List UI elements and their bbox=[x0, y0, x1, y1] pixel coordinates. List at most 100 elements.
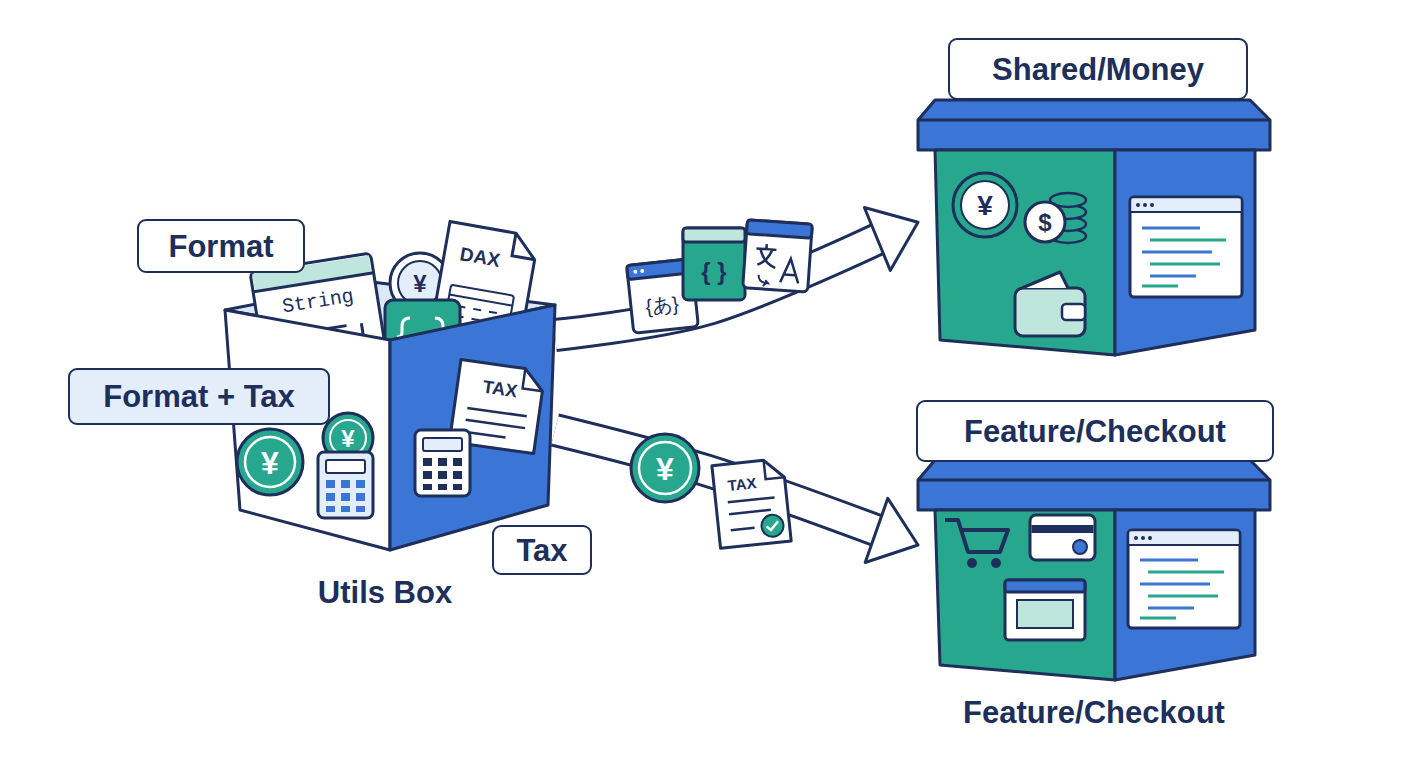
illustration-part bbox=[318, 452, 373, 518]
illustration-part bbox=[453, 458, 462, 466]
illustration-part bbox=[326, 493, 335, 501]
illustration-part bbox=[683, 228, 745, 242]
illustration-part bbox=[523, 369, 546, 392]
illustration-part bbox=[1005, 580, 1085, 640]
illustration-part bbox=[1140, 572, 1224, 618]
tax-document bbox=[712, 458, 791, 548]
illustration-part bbox=[1130, 197, 1242, 297]
illustration-part bbox=[464, 408, 527, 440]
illustration-part bbox=[330, 420, 366, 456]
box-face bbox=[935, 510, 1115, 680]
illustration-part bbox=[423, 438, 462, 451]
illustration-part bbox=[1017, 600, 1073, 628]
illustration-part bbox=[760, 514, 784, 538]
illustration-part bbox=[423, 484, 432, 490]
box-outline bbox=[918, 95, 1270, 360]
coin-icon bbox=[953, 173, 1017, 237]
illustration-part bbox=[1132, 199, 1241, 212]
illustration-part bbox=[1143, 203, 1147, 207]
illustration-part bbox=[627, 259, 699, 333]
illustration-part bbox=[961, 181, 1009, 229]
code-window bbox=[1130, 197, 1242, 297]
illustration-part bbox=[438, 484, 447, 490]
illustration-part bbox=[683, 228, 745, 300]
calculator-icon bbox=[415, 430, 470, 496]
illustration-part bbox=[1050, 193, 1086, 207]
calculator-icon bbox=[318, 452, 373, 518]
illustration-part bbox=[1136, 203, 1140, 207]
illustration-part bbox=[780, 258, 800, 283]
illustration-part bbox=[1141, 536, 1145, 540]
illustration-part bbox=[967, 558, 977, 568]
box-face bbox=[918, 100, 1270, 150]
illustration-part bbox=[743, 220, 813, 292]
illustration-part bbox=[1128, 530, 1240, 628]
box-heading: Shared/Money bbox=[948, 38, 1248, 100]
coin-icon bbox=[631, 434, 699, 502]
illustration-part bbox=[627, 259, 693, 280]
illustration-part bbox=[764, 458, 785, 479]
illustration-part bbox=[1073, 540, 1087, 554]
flow-arrow bbox=[555, 208, 918, 335]
illustration-part bbox=[356, 493, 365, 501]
illustration-part bbox=[438, 471, 447, 479]
arrow-body bbox=[555, 430, 882, 532]
translate-card bbox=[743, 220, 813, 292]
illustration-part bbox=[356, 480, 365, 488]
box-caption: Feature/Checkout bbox=[918, 694, 1270, 730]
illustration-part bbox=[766, 521, 779, 530]
illustration-part bbox=[1050, 217, 1086, 231]
illustration-part bbox=[1050, 205, 1086, 219]
illustration-part bbox=[1062, 304, 1085, 320]
tag-label: Tax bbox=[492, 525, 592, 575]
tag-label: Format + Tax bbox=[68, 368, 330, 425]
illustration-part bbox=[1032, 525, 1094, 533]
illustration-part bbox=[326, 480, 335, 488]
illustration-part bbox=[1050, 229, 1086, 243]
illustration-part bbox=[1148, 536, 1152, 540]
box-heading: Feature/Checkout bbox=[916, 400, 1274, 462]
illustration-part bbox=[415, 430, 470, 496]
window-card bbox=[627, 259, 699, 333]
illustration-part bbox=[1142, 228, 1212, 276]
tag-label: Format bbox=[137, 219, 305, 273]
coin-icon bbox=[237, 429, 303, 495]
illustration-part bbox=[746, 220, 812, 239]
illustration-part bbox=[449, 360, 545, 454]
coin-stack bbox=[1025, 193, 1086, 243]
module-box: Shared/Money bbox=[918, 95, 1270, 360]
box-face bbox=[918, 479, 1270, 482]
box-face bbox=[918, 119, 1270, 122]
box-outline bbox=[918, 455, 1270, 685]
cart-icon bbox=[945, 520, 1008, 568]
box-face bbox=[1115, 150, 1255, 355]
illustration-part bbox=[253, 273, 373, 292]
tag-text: Format bbox=[168, 231, 273, 262]
illustration-part bbox=[1022, 272, 1068, 288]
illustration-part bbox=[1005, 580, 1085, 592]
flow-arrow bbox=[555, 430, 918, 562]
illustration-part bbox=[423, 471, 432, 479]
illustration-part bbox=[1134, 536, 1138, 540]
illustration-part bbox=[323, 413, 373, 463]
illustration-part bbox=[758, 275, 769, 287]
illustration-part bbox=[953, 173, 1017, 237]
illustration-part bbox=[438, 458, 447, 466]
arrow-head bbox=[864, 208, 918, 271]
code-window bbox=[1128, 530, 1240, 628]
illustration-part bbox=[356, 506, 365, 512]
illustration-part bbox=[1150, 203, 1154, 207]
code-card bbox=[683, 228, 745, 300]
illustration-part bbox=[326, 460, 365, 473]
box-face bbox=[390, 305, 555, 550]
box-face bbox=[935, 150, 1115, 355]
tag-text: Format + Tax bbox=[103, 381, 295, 412]
illustration-part bbox=[341, 506, 350, 512]
illustration-part bbox=[1025, 202, 1065, 242]
illustration-part bbox=[341, 480, 350, 488]
tax-document bbox=[449, 360, 545, 454]
illustration-part bbox=[326, 506, 335, 512]
arrow-outline bbox=[555, 430, 882, 532]
